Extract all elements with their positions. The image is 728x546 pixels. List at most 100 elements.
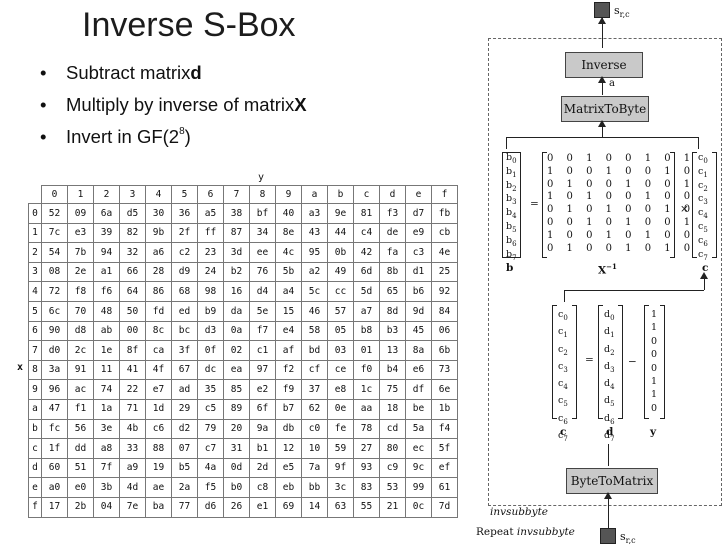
minus-sign: − [628,356,637,368]
column-header: 1 [67,185,94,204]
table-cell: 95 [301,242,328,263]
table-cell: 02 [223,340,250,361]
y-label: y [650,426,657,438]
row-header: 8 [28,359,42,381]
vector-entry: b2 [506,179,517,193]
bullet-list: • Subtract matrix d • Multiply by invers… [40,62,307,158]
table-cell: d3 [197,320,224,342]
table-cell: 85 [223,379,250,400]
table-cell: 8f [119,340,146,361]
table-cell: 10 [301,438,328,459]
table-cell: e7 [145,379,172,400]
table-cell: 5a [405,418,432,440]
table-cell: 30 [145,203,172,224]
table-cell: 28 [145,261,172,283]
table-cell: cd [379,418,406,440]
table-cell: 66 [119,261,146,283]
table-cell: 79 [197,418,224,440]
table-cell: 4a [197,457,224,479]
table-cell: ab [93,320,120,342]
matrix-row: 0 1 0 0 1 0 0 1 [547,178,696,190]
table-cell: 04 [93,496,120,518]
table-cell: b0 [223,477,250,498]
table-cell: 5b [275,261,302,283]
vector-entry: b4 [506,207,517,221]
top-state-label: sr,c [614,4,630,20]
matrix-row: 1 0 1 0 0 1 0 0 [547,191,696,203]
bullet-bold: d [190,62,202,83]
row-header: 4 [28,281,42,302]
table-cell: 77 [171,496,198,518]
table-cell: b1 [249,438,276,459]
vector-entry: d7 [604,430,615,443]
table-cell: 40 [275,203,302,224]
vector-entry: c5 [698,220,708,234]
table-cell: e2 [249,379,276,400]
table-cell: dd [67,438,94,459]
table-cell: 36 [171,203,198,224]
table-cell: 47 [41,398,68,420]
table-cell: e3 [67,222,94,244]
table-cell: 9c [405,457,432,479]
vector-entry: 0 [651,349,658,361]
bullet-sup: 8 [179,126,185,137]
table-cell: 6d [353,261,380,283]
table-cell: 52 [41,203,68,224]
table-cell: 48 [93,300,120,322]
table-cell: c3 [405,242,432,263]
table-cell: e6 [405,359,432,381]
table-cell: 1f [41,438,68,459]
table-cell: 25 [431,261,458,283]
times-sign: × [680,203,689,215]
table-cell: d6 [197,496,224,518]
table-cell: bd [301,340,328,361]
column-header: e [405,185,432,204]
table-cell: d0 [41,340,68,361]
table-cell: b9 [197,300,224,322]
table-cell: d1 [405,261,432,283]
row-header: b [28,418,42,440]
table-cell: 93 [353,457,380,479]
table-cell: 15 [275,300,302,322]
inverse-box: Inverse [565,52,643,78]
table-cell: f0 [353,359,380,381]
table-cell: cb [431,222,458,244]
table-cell: ae [145,477,172,498]
table-cell: 29 [171,398,198,420]
table-cell: eb [275,477,302,498]
table-cell: f1 [67,398,94,420]
table-cell: da [223,300,250,322]
row-header: 1 [28,222,42,244]
row-header: d [28,457,42,479]
d-label: d [606,426,614,438]
table-cell: bc [171,320,198,342]
table-cell: 99 [405,477,432,498]
column-header: c [353,185,380,204]
vector-entry: 0 [651,402,658,414]
vector-entry: b6 [506,234,517,248]
table-cell: ec [405,438,432,459]
table-cell: d9 [171,261,198,283]
table-cell: 42 [353,242,380,263]
table-cell: f9 [275,379,302,400]
table-cell: 7c [41,222,68,244]
vector-entry: c3 [558,360,568,374]
table-cell: 65 [379,281,406,302]
table-cell: 55 [353,496,380,518]
table-cell: 07 [171,438,198,459]
table-cell: 6a [93,203,120,224]
c-label-right: c [702,262,709,274]
bullet-text: Invert in GF(2 [66,126,180,147]
table-cell: 17 [41,496,68,518]
table-cell: 5e [249,300,276,322]
table-cell: f3 [379,203,406,224]
row-header: 9 [28,379,42,400]
x-axis-label: x [17,362,24,373]
